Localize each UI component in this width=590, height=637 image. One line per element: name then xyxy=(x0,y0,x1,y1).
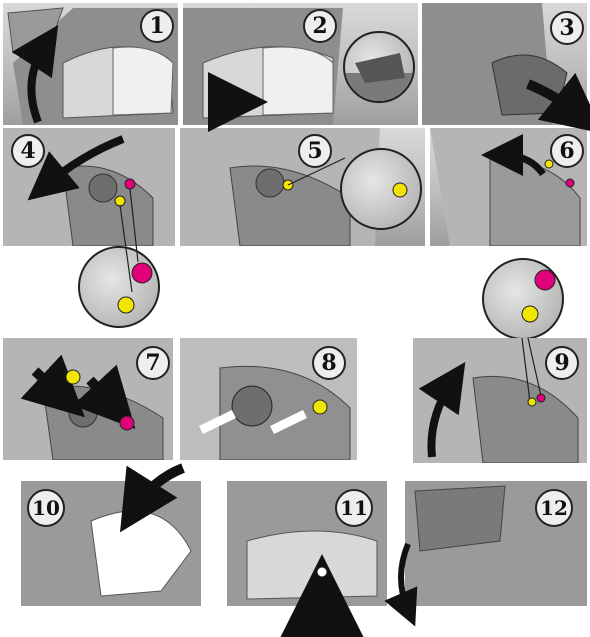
step-6-badge: 6 xyxy=(550,134,584,168)
step-9-panel: 9 xyxy=(413,338,587,463)
detail-magnifier xyxy=(340,148,422,230)
detail-magnifier-9 xyxy=(482,258,564,340)
step-11-panel: 11 xyxy=(227,481,387,606)
step-2-badge: 2 xyxy=(303,9,337,43)
step-4-panel: 4 xyxy=(3,128,175,246)
step-1-badge: 1 xyxy=(140,9,174,43)
step-12-panel: 12 xyxy=(405,481,587,606)
step-3-badge: 3 xyxy=(550,11,584,45)
step-5-badge: 5 xyxy=(298,134,332,168)
step-7-panel: 7 xyxy=(3,338,173,460)
step-6-panel: 6 xyxy=(430,128,587,246)
step-11-badge: 11 xyxy=(335,489,373,527)
step-1-panel: 1 xyxy=(3,3,178,125)
step-5-panel: 5 xyxy=(180,128,425,246)
step-3-panel: 3 xyxy=(422,3,587,125)
step-10-panel: 10 xyxy=(21,481,201,606)
detail-magnifier xyxy=(343,31,415,103)
step-8-badge: 8 xyxy=(312,346,346,380)
step-2-panel: 2 xyxy=(183,3,418,125)
step-4-badge: 4 xyxy=(11,134,45,168)
step-7-badge: 7 xyxy=(136,346,170,380)
step-9-badge: 9 xyxy=(545,346,579,380)
step-12-badge: 12 xyxy=(535,489,573,527)
step-10-badge: 10 xyxy=(27,489,65,527)
step-8-panel: 8 xyxy=(180,338,357,460)
detail-magnifier-4 xyxy=(78,246,160,328)
